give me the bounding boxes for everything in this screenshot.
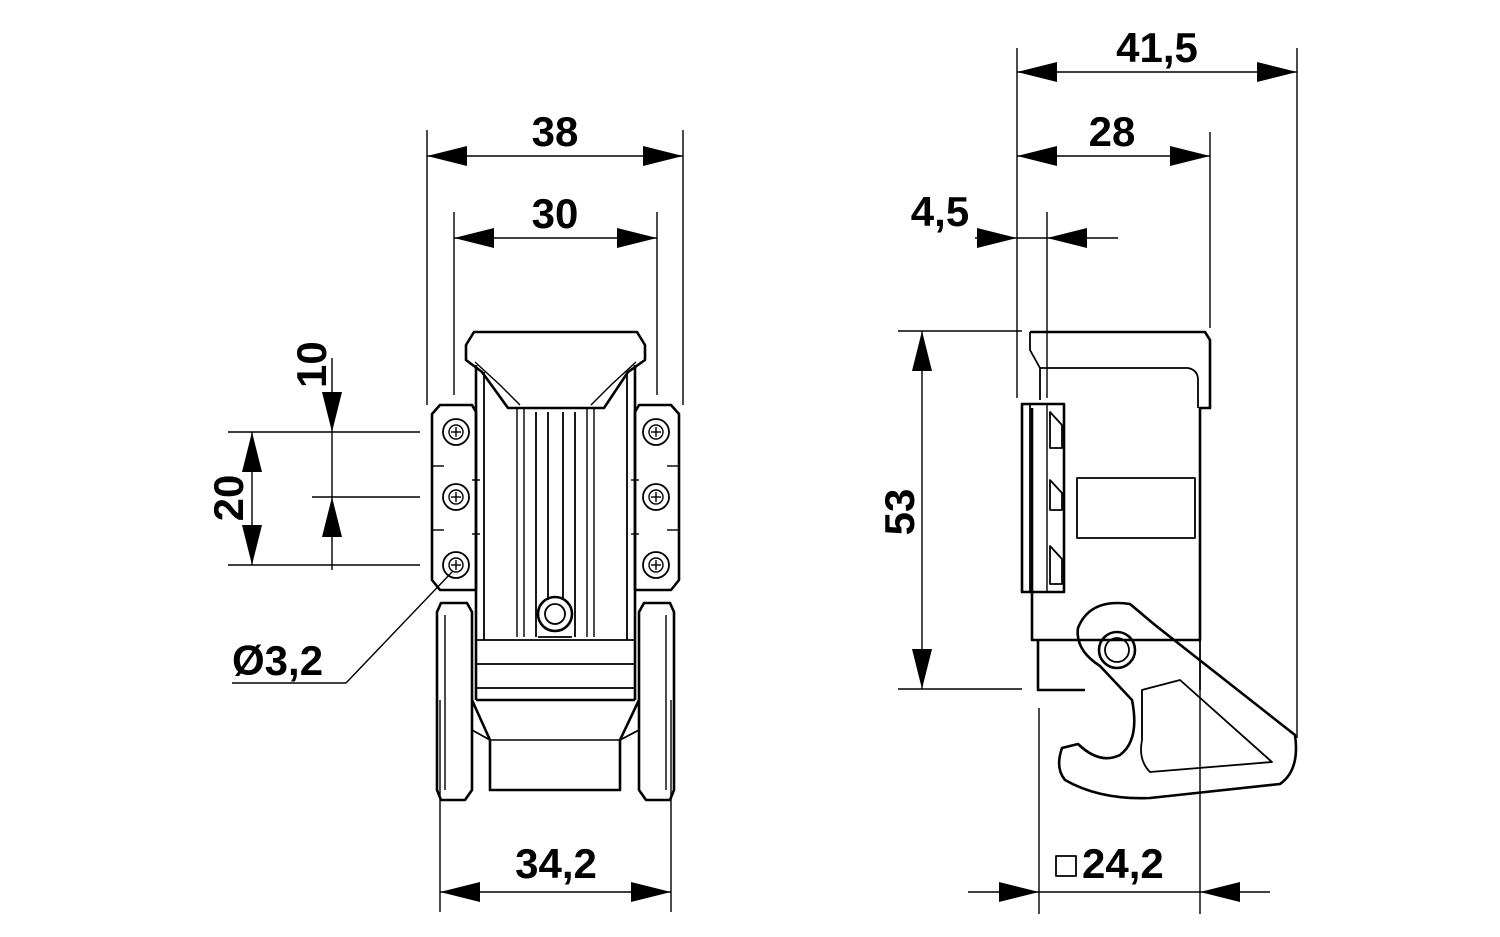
square-symbol-icon bbox=[1055, 855, 1077, 877]
dimension-20-label: 20 bbox=[205, 475, 252, 522]
screw-icon bbox=[442, 551, 470, 579]
dimension-10-label: 10 bbox=[288, 341, 335, 388]
dimension-30-label: 30 bbox=[532, 190, 579, 237]
dimension-pitch-large: 20 bbox=[205, 432, 262, 565]
dimension-24-2-label: 24,2 bbox=[1082, 840, 1164, 887]
dimension-pitch-small: 10 bbox=[288, 341, 342, 570]
dimension-34-2-label: 34,2 bbox=[515, 840, 597, 887]
side-housing bbox=[1020, 330, 1298, 800]
dimension-diameter-label: Ø3,2 bbox=[232, 637, 323, 684]
screw-icon bbox=[642, 551, 670, 579]
dimension-base-width: 34,2 bbox=[440, 840, 671, 902]
front-view: 38 30 10 20 Ø3,2 bbox=[205, 108, 684, 912]
dimension-body-depth: 28 bbox=[1017, 108, 1210, 166]
screw-icon bbox=[442, 483, 470, 511]
dimension-hole-diameter: Ø3,2 bbox=[232, 571, 453, 684]
dimension-overall-width: 38 bbox=[427, 108, 683, 166]
dimension-square-size: 24,2 bbox=[968, 840, 1270, 902]
dimension-53-label: 53 bbox=[876, 489, 923, 536]
dimension-28-label: 28 bbox=[1089, 108, 1136, 155]
dimension-overall-depth: 41,5 bbox=[1017, 24, 1297, 82]
screw-icon bbox=[442, 418, 470, 446]
screw-icon bbox=[642, 483, 670, 511]
dimension-flange-thickness: 4,5 bbox=[911, 188, 1118, 248]
screw-icon bbox=[642, 418, 670, 446]
front-housing bbox=[430, 330, 681, 802]
dimension-38-label: 38 bbox=[532, 108, 579, 155]
side-view: 41,5 28 4,5 53 24,2 bbox=[876, 24, 1298, 914]
dimension-4-5-label: 4,5 bbox=[911, 188, 969, 235]
dimension-height: 53 bbox=[876, 331, 932, 689]
dimension-41-5-label: 41,5 bbox=[1116, 24, 1198, 71]
dimension-inner-width: 30 bbox=[454, 190, 657, 248]
